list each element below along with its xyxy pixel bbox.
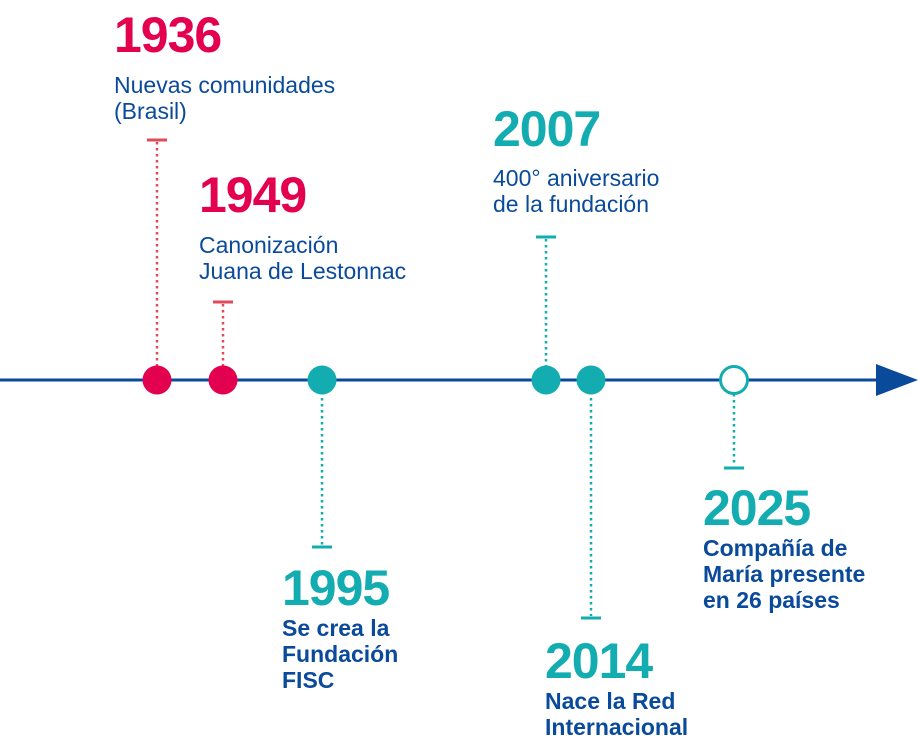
event-description: Se crea la Fundación FISC [282,615,399,693]
stem-2025 [724,394,744,470]
event-description: Compañía de María presente en 26 países [703,535,866,613]
event-description: Nuevas comunidades (Brasil) [114,72,336,124]
stem-2007 [536,235,556,368]
event-2014: 2014 Nace la Red Internacional [545,636,688,740]
marker-1936 [142,365,172,395]
event-year: 1936 [114,7,222,63]
event-year: 2007 [493,101,601,157]
event-2007: 2007 400° aniversario de la fundación [493,104,659,217]
event-1936: 1936 Nuevas comunidades (Brasil) [114,10,335,124]
event-2025: 2025 Compañía de María presente en 26 pa… [703,483,865,613]
stem-1936 [147,138,167,368]
event-1995: 1995 Se crea la Fundación FISC [282,563,398,693]
event-year: 1995 [282,560,390,616]
event-1949: 1949 Canonización Juana de Lestonnac [199,170,406,284]
stem-1949 [213,300,233,368]
stem-2014 [581,392,601,620]
marker-2025-hollow [719,365,749,395]
marker-2014 [576,365,606,395]
event-year: 2014 [545,633,653,689]
event-description: Canonización Juana de Lestonnac [199,232,407,284]
marker-2007 [531,365,561,395]
event-description: Nace la Red Internacional [545,688,689,740]
event-description: 400° aniversario de la fundación [493,165,660,217]
marker-1949 [208,365,238,395]
arrow-head-icon [876,364,918,396]
event-year: 2025 [703,480,811,536]
stem-1995 [312,392,332,549]
marker-1995 [307,365,337,395]
event-year: 1949 [199,167,307,223]
